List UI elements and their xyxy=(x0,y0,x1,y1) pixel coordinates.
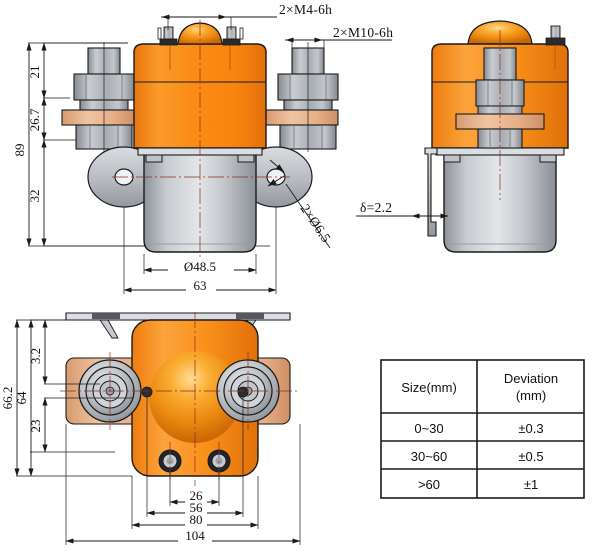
dim-32-label: 32 xyxy=(27,190,42,203)
dim-bracket-thickness: δ=2.2 xyxy=(356,200,449,219)
dim-body-width-80: 80 xyxy=(131,476,259,529)
tolerance-table: Size(mm) Deviation (mm) 0~30 ±0.3 30~60 … xyxy=(380,359,585,499)
table-header-size: Size(mm) xyxy=(401,380,457,395)
dim-overall-width-104: 104 xyxy=(65,424,301,545)
table-row-1-deviation: ±0.5 xyxy=(518,449,543,464)
callout-m10-label: 2×M10-6h xyxy=(333,25,393,40)
side-coil-cylinder xyxy=(443,151,557,253)
dim-offset-3-2: 3.2 xyxy=(28,319,48,385)
dim-64-label: 64 xyxy=(14,391,29,405)
dim-26-label: 26 xyxy=(190,488,204,503)
dim-delta-label: δ=2.2 xyxy=(360,200,392,215)
dim-89-label: 89 xyxy=(12,144,27,157)
table-row-2-size: >60 xyxy=(418,477,440,492)
callout-m4: 2×M4-6h xyxy=(161,2,332,30)
dim-63-label: 63 xyxy=(194,278,207,293)
dim-48-5-label: Ø48.5 xyxy=(184,259,216,274)
table-header-deviation: Deviation xyxy=(504,371,558,386)
dim-mount-width: 63 xyxy=(123,207,277,294)
top-extension-lines xyxy=(16,319,132,477)
dim-mount-depth-64: 64 xyxy=(14,319,34,477)
side-view: δ=2.2 xyxy=(356,20,569,253)
dim-terminal-spacing-56: 56 xyxy=(146,397,244,517)
table-header-deviation-unit: (mm) xyxy=(516,388,546,403)
dim-21-label: 21 xyxy=(27,66,42,79)
dim-104-label: 104 xyxy=(185,528,205,543)
dim-66-2-label: 66.2 xyxy=(0,387,15,410)
dim-screw-spacing-26: 26 xyxy=(169,472,220,506)
callout-m10: 2×M10-6h xyxy=(285,25,393,50)
top-view: 66.2 64 3.2 23 26 xyxy=(0,312,301,545)
front-right-terminal xyxy=(265,42,339,152)
table-row-0-size: 0~30 xyxy=(414,421,443,436)
table-row-1-size: 30~60 xyxy=(411,449,448,464)
dim-3-2-label: 3.2 xyxy=(28,348,43,364)
table-row-0-deviation: ±0.3 xyxy=(518,421,543,436)
dim-offset-23: 23 xyxy=(28,397,48,453)
dim-cylinder-diameter: Ø48.5 xyxy=(143,254,257,274)
dim-overall-height-89: 89 xyxy=(12,42,32,247)
front-center-lines xyxy=(112,20,290,258)
top-stud-left xyxy=(141,386,153,398)
front-left-terminal xyxy=(61,42,135,152)
dim-26-7-label: 26.7 xyxy=(27,108,42,131)
side-mounting-bracket xyxy=(424,147,438,237)
dim-23-label: 23 xyxy=(28,420,43,433)
dim-overall-depth-66-2: 66.2 xyxy=(0,319,20,477)
dim-80-label: 80 xyxy=(190,512,203,527)
table-row-2-deviation: ±1 xyxy=(524,477,538,492)
dim-56-label: 56 xyxy=(190,500,204,515)
front-m4-studs xyxy=(157,26,244,46)
callout-m4-label: 2×M4-6h xyxy=(279,2,332,17)
dim-stack-front: 21 26.7 32 xyxy=(27,42,47,247)
top-stud-right xyxy=(237,386,249,398)
side-m4-stud xyxy=(545,25,566,70)
